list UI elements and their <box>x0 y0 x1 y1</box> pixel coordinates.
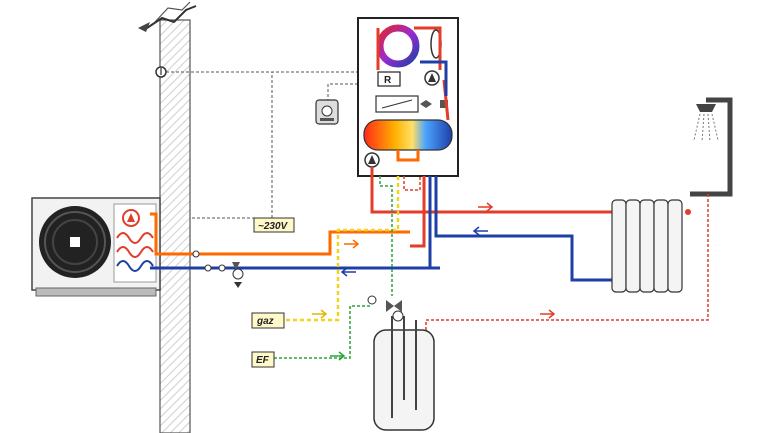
thermostat-icon <box>315 99 339 125</box>
weather-vane-icon <box>138 5 197 32</box>
outdoor-sensor-icon <box>155 66 167 78</box>
gas-label: gaz <box>251 312 285 329</box>
heat-pump-outdoor-unit-icon <box>31 197 161 297</box>
voltage-label-text: ~230V <box>258 221 289 232</box>
gas-label-text: gaz <box>256 316 274 327</box>
refrigerant-lines <box>150 212 440 270</box>
gas-line <box>286 176 400 322</box>
radiator-icon <box>611 199 691 293</box>
shower-icon <box>690 97 733 197</box>
refrigerant-valves-icon <box>192 250 244 288</box>
voltage-label: ~230V <box>253 217 295 233</box>
domestic-hot-water-line <box>403 176 709 336</box>
cold-water-label-text: EF <box>256 355 270 366</box>
electric-line <box>166 55 371 219</box>
cold-water-line <box>274 176 393 359</box>
heating-pipes <box>370 167 612 282</box>
boiler-r-label: R <box>384 75 392 86</box>
cold-water-label: EF <box>251 351 275 368</box>
hot-water-tank-icon <box>367 295 435 431</box>
boiler-icon: R <box>357 17 459 177</box>
